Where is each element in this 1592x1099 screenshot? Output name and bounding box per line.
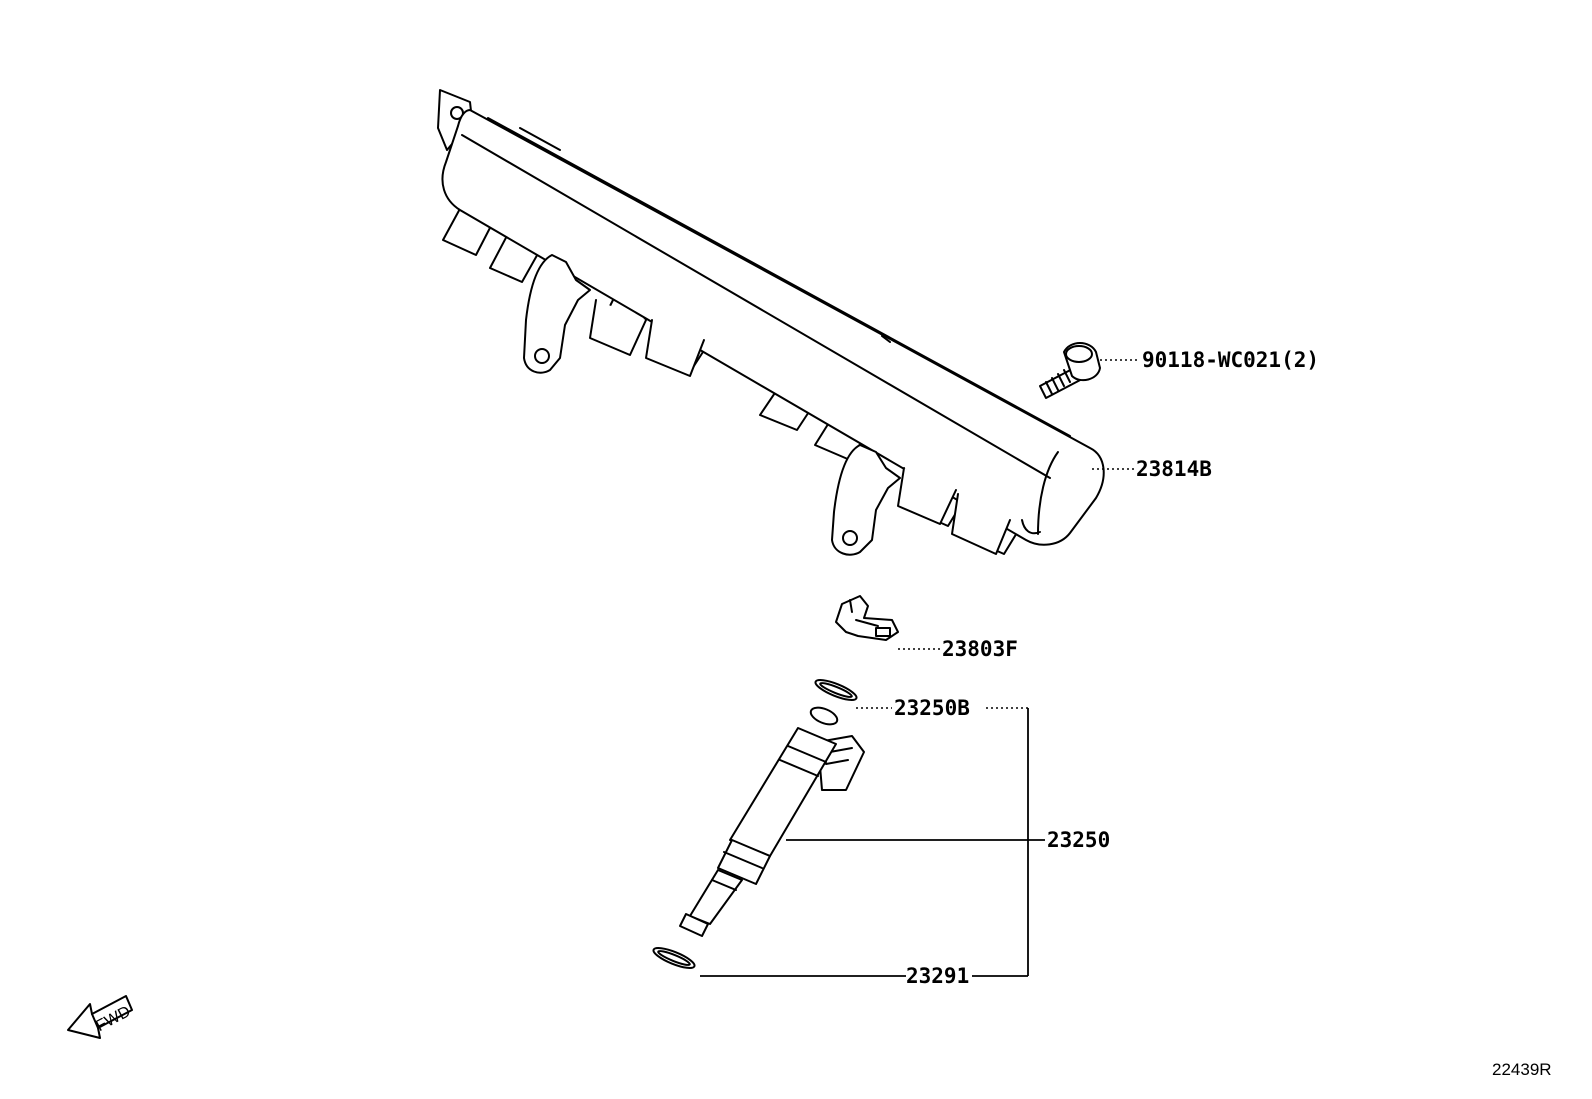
bolt-drawing	[1039, 342, 1101, 399]
fwd-arrow-icon: FWD	[67, 995, 133, 1039]
callout-fuel-rail: 23814B	[1136, 457, 1212, 481]
o-ring-lower-drawing	[652, 947, 696, 969]
callout-o-ring-upper: 23250B	[894, 696, 970, 720]
fuel-rail-drawing	[437, 89, 1105, 556]
callout-bolt: 90118-WC021(2)	[1142, 348, 1319, 372]
callout-o-ring-lower: 23291	[906, 964, 969, 988]
callout-injector: 23250	[1047, 828, 1110, 852]
callout-clamp: 23803F	[942, 637, 1018, 661]
injector-drawing	[679, 706, 865, 937]
o-ring-upper-drawing	[814, 679, 858, 701]
clamp-drawing	[835, 595, 899, 641]
leader-lines	[700, 359, 1140, 977]
diagram-reference: 22439R	[1492, 1060, 1552, 1079]
